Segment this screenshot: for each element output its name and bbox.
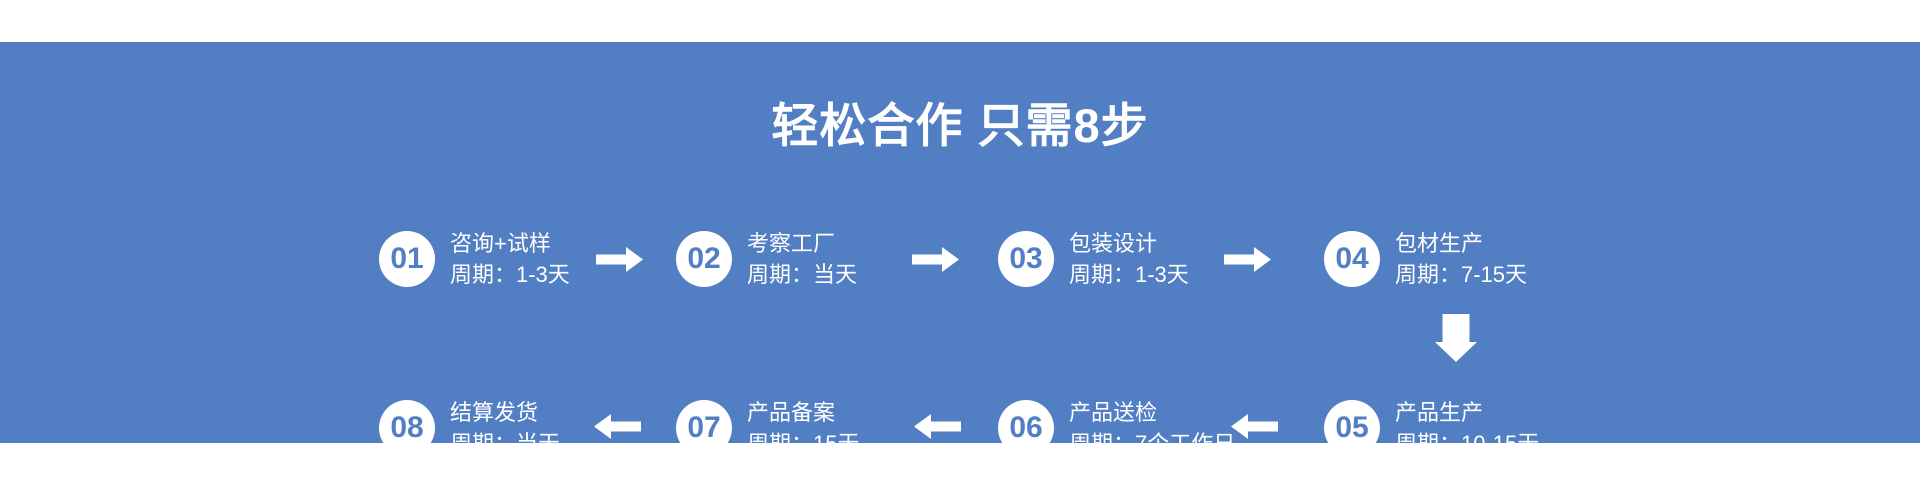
step-name: 咨询+试样 xyxy=(450,231,551,256)
step-cycle: 周期：当天 xyxy=(747,262,858,287)
step-name: 产品送检 xyxy=(1069,400,1158,425)
step-cycle: 周期：当天 xyxy=(450,431,561,456)
step-number-badge: 07 xyxy=(676,400,732,456)
step-text: 咨询+试样 周期：1-3天 xyxy=(450,228,570,290)
arrow-left-icon xyxy=(1231,414,1278,439)
step-number-badge: 04 xyxy=(1324,231,1380,287)
step-number-badge: 01 xyxy=(379,231,435,287)
cooperation-process-banner: 轻松合作 只需8步 01 咨询+试样 周期：1-3天 02 考察工厂 周期：当天… xyxy=(0,42,1920,456)
arrow-left-icon xyxy=(594,414,641,439)
step-text: 包材生产 周期：7-15天 xyxy=(1395,228,1527,290)
step-item-07: 07 产品备案 周期：15天 xyxy=(676,397,859,459)
step-text: 考察工厂 周期：当天 xyxy=(747,228,857,290)
step-name: 产品备案 xyxy=(747,400,836,425)
step-name: 包材生产 xyxy=(1395,231,1484,256)
step-item-02: 02 考察工厂 周期：当天 xyxy=(676,228,857,290)
arrow-right-icon xyxy=(912,247,959,272)
step-name: 产品生产 xyxy=(1395,400,1484,425)
step-text: 结算发货 周期：当天 xyxy=(450,397,560,459)
step-cycle: 周期：7个工作日 xyxy=(1069,431,1236,456)
step-item-04: 04 包材生产 周期：7-15天 xyxy=(1324,228,1527,290)
arrow-left-icon xyxy=(914,414,961,439)
step-cycle: 周期：7-15天 xyxy=(1395,262,1528,287)
step-text: 产品备案 周期：15天 xyxy=(747,397,859,459)
step-number-badge: 08 xyxy=(379,400,435,456)
step-name: 结算发货 xyxy=(450,400,539,425)
step-name: 包装设计 xyxy=(1069,231,1158,256)
step-cycle: 周期：15天 xyxy=(747,431,860,456)
step-text: 包装设计 周期：1-3天 xyxy=(1069,228,1189,290)
step-cycle: 周期：1-3天 xyxy=(1069,262,1189,287)
step-item-06: 06 产品送检 周期：7个工作日 xyxy=(998,397,1235,459)
step-text: 产品送检 周期：7个工作日 xyxy=(1069,397,1235,459)
step-cycle: 周期：10-15天 xyxy=(1395,431,1540,456)
arrow-right-icon xyxy=(596,247,643,272)
step-item-01: 01 咨询+试样 周期：1-3天 xyxy=(379,228,570,290)
step-text: 产品生产 周期：10-15天 xyxy=(1395,397,1539,459)
step-number-badge: 03 xyxy=(998,231,1054,287)
step-item-08: 08 结算发货 周期：当天 xyxy=(379,397,560,459)
banner-title: 轻松合作 只需8步 xyxy=(771,99,1149,152)
arrow-right-icon xyxy=(1224,247,1271,272)
arrow-down-icon xyxy=(1435,314,1477,362)
step-item-03: 03 包装设计 周期：1-3天 xyxy=(998,228,1189,290)
step-number-badge: 06 xyxy=(998,400,1054,456)
step-number-badge: 02 xyxy=(676,231,732,287)
step-number-badge: 05 xyxy=(1324,400,1380,456)
step-item-05: 05 产品生产 周期：10-15天 xyxy=(1324,397,1539,459)
step-cycle: 周期：1-3天 xyxy=(450,262,570,287)
step-name: 考察工厂 xyxy=(747,231,836,256)
